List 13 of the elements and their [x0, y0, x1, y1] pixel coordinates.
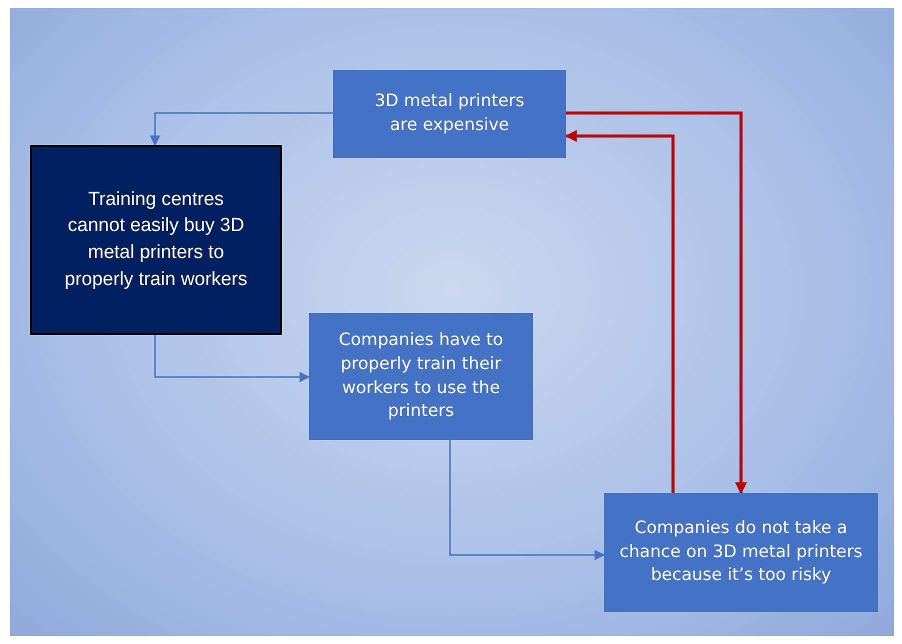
- process-box: [30, 145, 282, 335]
- arrow: [150, 112, 333, 146]
- box-text: 3D metal printers are expensive: [374, 90, 526, 137]
- box-text: Companies do not take a chance on 3D metal printers because it’s too risky: [618, 516, 864, 588]
- process-box: [309, 313, 533, 440]
- box-text: Companies have to properly train their workers to use the printers: [338, 328, 504, 424]
- arrow: [564, 130, 674, 493]
- arrow: [449, 440, 606, 560]
- box-text: Training centres cannot easily buy 3D metal printers to properly train workers: [64, 188, 248, 292]
- arrow: [566, 112, 747, 494]
- process-box: [333, 70, 566, 158]
- process-box: [604, 493, 878, 612]
- arrow: [154, 335, 310, 382]
